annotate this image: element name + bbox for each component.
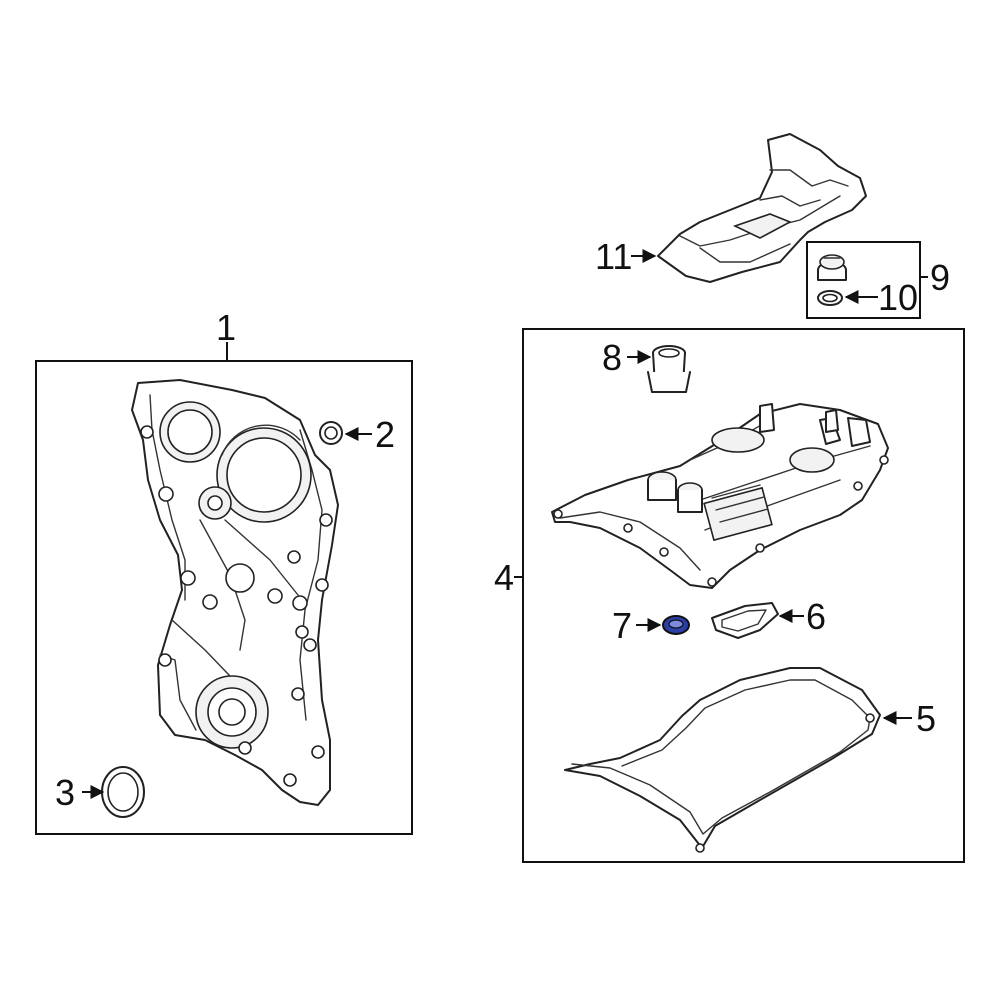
- valve-cover-part[interactable]: [551, 403, 889, 589]
- callout-11: 11: [595, 236, 632, 277]
- callout-9: 9: [930, 257, 950, 298]
- callout-5: 5: [916, 698, 936, 739]
- seal-part-7-highlighted[interactable]: [662, 615, 690, 635]
- callout-4: 4: [494, 557, 514, 598]
- engine-cover-part-11[interactable]: [657, 133, 867, 283]
- group-box-part-9: [806, 241, 921, 319]
- callout-2: 2: [375, 414, 395, 455]
- group-box-timing-cover: [35, 360, 413, 835]
- callout-3: 3: [55, 772, 75, 813]
- filler-cap-part-9[interactable]: [817, 254, 847, 281]
- callout-7: 7: [612, 605, 632, 646]
- gasket-part-6[interactable]: [711, 602, 779, 639]
- seal-part-10[interactable]: [817, 290, 843, 306]
- callout-1: 1: [216, 307, 236, 348]
- callout-10: 10: [878, 277, 918, 318]
- gasket-part-5[interactable]: [564, 667, 881, 853]
- seal-ring-part-2[interactable]: [319, 421, 343, 445]
- fitting-part-8[interactable]: [647, 345, 691, 393]
- timing-cover-part[interactable]: [131, 379, 339, 806]
- o-ring-part-3[interactable]: [101, 766, 145, 818]
- group-box-valve-cover: [522, 328, 965, 863]
- callout-6: 6: [806, 596, 826, 637]
- callout-8: 8: [602, 337, 622, 378]
